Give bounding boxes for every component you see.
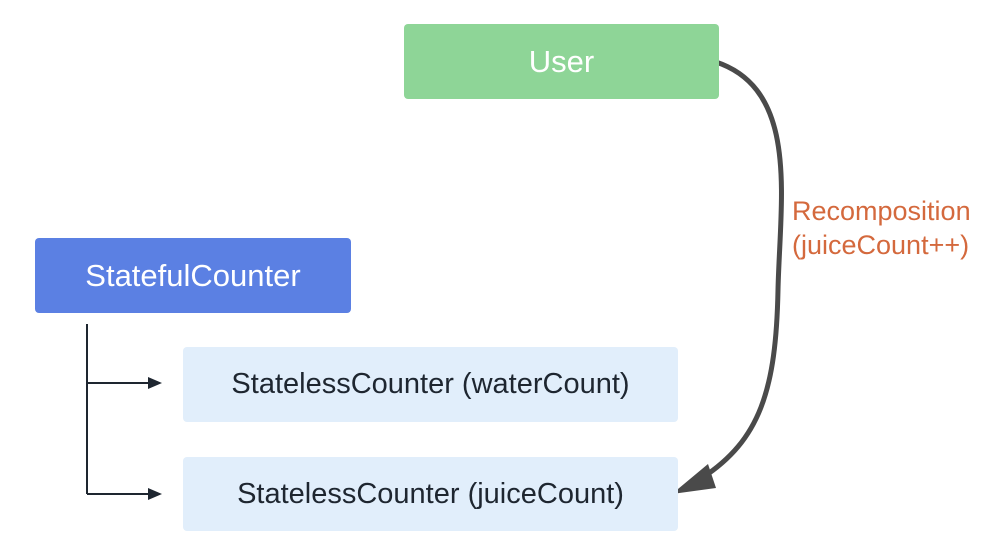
recomposition-arrowhead bbox=[672, 464, 716, 494]
stateful-counter-node: StatefulCounter bbox=[35, 238, 351, 313]
stateless-counter-juice-node: StatelessCounter (juiceCount) bbox=[183, 457, 678, 531]
recomposition-arrow-curve bbox=[699, 59, 784, 481]
stateless-counter-water-label: StatelessCounter (waterCount) bbox=[231, 368, 630, 400]
recomposition-label-line1: Recomposition bbox=[792, 196, 971, 226]
recomposition-label: Recomposition (juiceCount++) bbox=[792, 194, 971, 262]
user-node: User bbox=[404, 24, 719, 99]
tree-arrowhead-juice bbox=[148, 488, 162, 500]
recomposition-label-line2: (juiceCount++) bbox=[792, 230, 970, 260]
stateful-counter-label: StatefulCounter bbox=[85, 257, 301, 293]
stateless-counter-water-node: StatelessCounter (waterCount) bbox=[183, 347, 678, 422]
tree-arrowhead-water bbox=[148, 377, 162, 389]
user-node-label: User bbox=[528, 43, 595, 79]
stateless-counter-juice-label: StatelessCounter (juiceCount) bbox=[237, 477, 624, 510]
